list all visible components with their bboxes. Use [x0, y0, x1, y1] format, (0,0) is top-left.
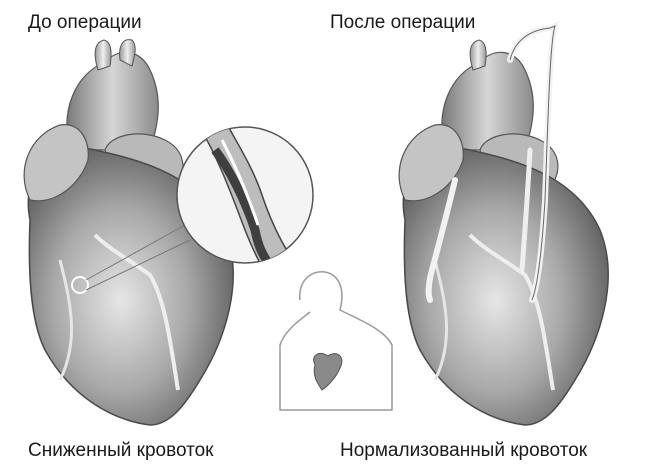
vessel-branch-after-1 — [470, 40, 486, 70]
heart-after — [399, 26, 608, 425]
label-before-surgery: До операции — [28, 12, 142, 34]
vessel-branch-before-1 — [95, 40, 111, 70]
label-normalized-flow: Нормализованный кровоток — [340, 440, 587, 462]
label-reduced-flow: Сниженный кровоток — [28, 440, 213, 462]
patient-outline — [280, 272, 392, 410]
label-after-surgery: После операции — [330, 12, 475, 34]
patient-silhouette — [280, 272, 392, 410]
patient-heart — [314, 353, 342, 390]
